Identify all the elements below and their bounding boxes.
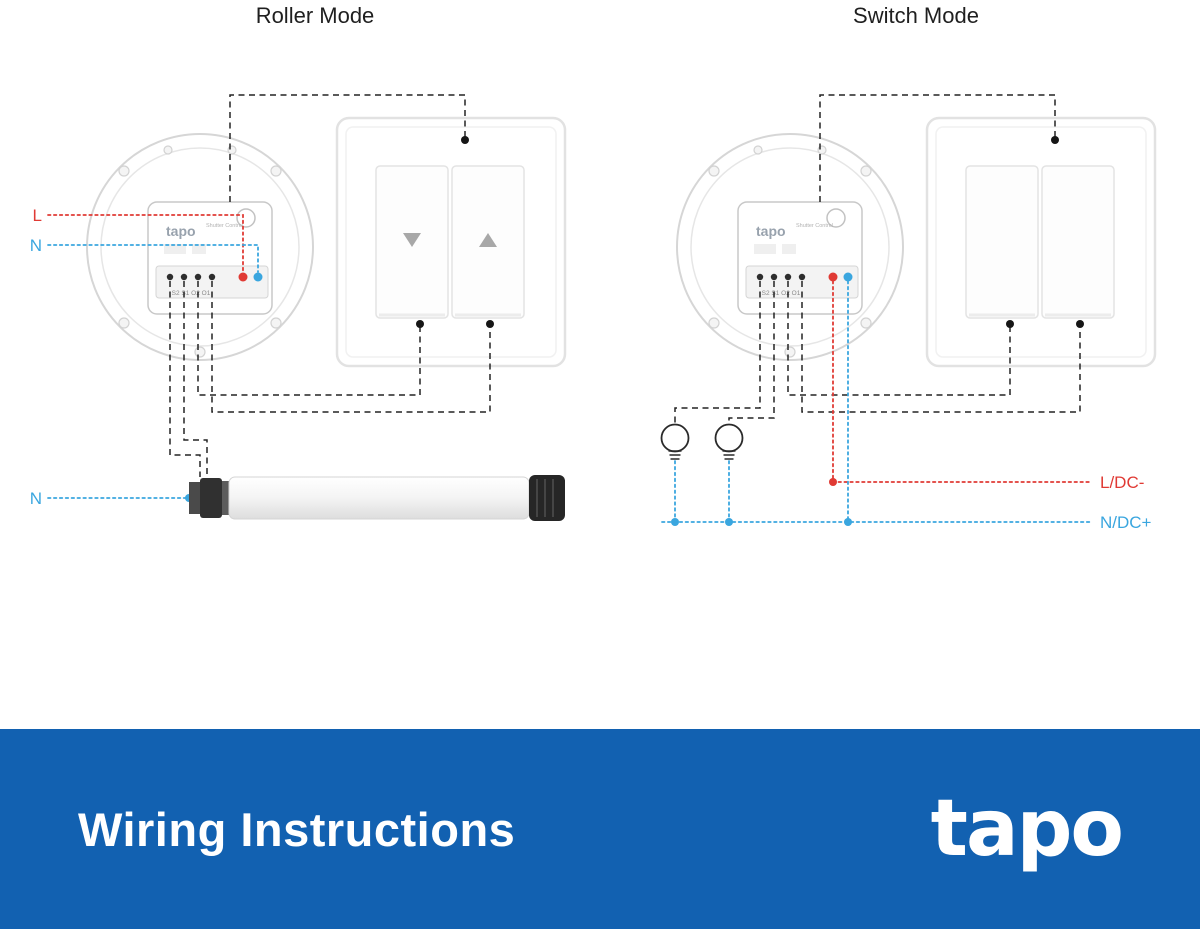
- terminal-labels: S2 S1 O2 O1: [762, 290, 801, 297]
- screw-hole: [118, 317, 130, 329]
- roller-switch-plate: [335, 116, 567, 368]
- switch-mode-diagram: Switch Mode tapo Shutter Control S2 S1 O…: [660, 3, 1157, 532]
- wire-dashed: [801, 281, 1081, 413]
- connection-dot: [1076, 320, 1084, 328]
- wire-dashed: [197, 281, 421, 396]
- connection-dot: [725, 518, 733, 526]
- module-markings: [164, 244, 186, 254]
- terminal-dot: [770, 273, 778, 281]
- terminal-labels: S2 S1 O2 O1: [172, 290, 211, 297]
- connection-dot: [829, 478, 837, 486]
- neutral-terminal-dot: [843, 272, 853, 282]
- banner-title: Wiring Instructions: [78, 802, 516, 856]
- tube-motor-head: [200, 478, 222, 518]
- wire-dashed: [183, 281, 208, 477]
- screw-hole: [817, 145, 827, 155]
- screw-hole: [860, 317, 872, 329]
- connection-dot: [416, 320, 424, 328]
- live-terminal-dot: [828, 272, 838, 282]
- shutter-module: tapo Shutter Control S2 S1 O2 O1: [147, 201, 273, 315]
- tapo-logo: tapo: [930, 784, 1124, 874]
- terminal-dot: [784, 273, 792, 281]
- tube-motor-head: [222, 481, 229, 515]
- screw-hole: [708, 317, 720, 329]
- screw-hole: [194, 346, 206, 358]
- neutral-terminal-dot: [253, 272, 263, 282]
- bulb-base: [722, 450, 736, 460]
- terminal-dot: [194, 273, 202, 281]
- connection-dot: [844, 518, 852, 526]
- switch-plate: [335, 116, 567, 368]
- wall-switch-plate: [925, 116, 1157, 368]
- terminal-dot: [208, 273, 216, 281]
- module-markings: [782, 244, 796, 254]
- wiring-diagram: Roller Mode tapo Shutter Control S2 S1 O…: [30, 3, 1157, 532]
- junction-box-inner: [100, 147, 300, 347]
- screw-hole: [270, 165, 282, 177]
- bulb-base: [668, 450, 682, 460]
- banner: Wiring Instructions tapo: [0, 729, 1200, 929]
- label-live-dc: L/DC-: [1100, 473, 1144, 492]
- module-markings: [754, 244, 776, 254]
- rocker-right: [1041, 165, 1115, 319]
- module-markings: [192, 244, 206, 254]
- switch-mode-title: Switch Mode: [853, 3, 979, 28]
- connection-dot: [1051, 136, 1059, 144]
- terminal-dot: [756, 273, 764, 281]
- light-bulb-icon: [714, 423, 744, 460]
- rocker-left: [965, 165, 1039, 319]
- junction-box-inner: [690, 147, 890, 347]
- module-button: [236, 208, 256, 228]
- screw-hole: [163, 145, 173, 155]
- connection-dot: [486, 320, 494, 328]
- screw-hole: [270, 317, 282, 329]
- light-bulb-icon: [660, 423, 690, 460]
- module-brand: tapo: [756, 223, 786, 239]
- shutter-module: tapo Shutter Control S2 S1 O2 O1: [737, 201, 863, 315]
- neutral-wire: [47, 244, 259, 273]
- wire-dashed: [169, 281, 201, 477]
- screw-hole: [753, 145, 763, 155]
- wire-dashed: [229, 94, 466, 202]
- connection-dot: [671, 518, 679, 526]
- screw-hole: [227, 145, 237, 155]
- wire-dashed: [787, 281, 1011, 396]
- switch-plate-inner: [935, 126, 1147, 358]
- label-neutral-bottom: N: [30, 489, 42, 508]
- terminal-dot: [798, 273, 806, 281]
- wire-dashed: [819, 94, 1056, 202]
- arrow-up-icon: [479, 233, 497, 247]
- label-live: L: [33, 206, 42, 225]
- module-button: [826, 208, 846, 228]
- bulb-glass: [714, 423, 744, 453]
- roller-tube: [189, 475, 565, 521]
- switch-plate: [925, 116, 1157, 368]
- terminal-dot: [180, 273, 188, 281]
- roller-mode-diagram: Roller Mode tapo Shutter Control S2 S1 O…: [30, 3, 567, 521]
- arrow-down-icon: [403, 233, 421, 247]
- wire-dashed: [674, 281, 761, 424]
- connection-dot: [461, 136, 469, 144]
- live-terminal-dot: [238, 272, 248, 282]
- label-neutral-dc: N/DC+: [1100, 513, 1152, 532]
- screw-hole: [860, 165, 872, 177]
- module-brand: tapo: [166, 223, 196, 239]
- screw-hole: [118, 165, 130, 177]
- tube-end-cap: [529, 475, 565, 521]
- module-sub-label: Shutter Control: [206, 223, 243, 229]
- live-wire: [47, 214, 244, 273]
- tube-body: [228, 476, 530, 520]
- switch-plate-inner: [345, 126, 557, 358]
- module-sub-label: Shutter Control: [796, 223, 833, 229]
- label-neutral: N: [30, 236, 42, 255]
- tube-motor-head: [189, 482, 200, 514]
- bulb-glass: [660, 423, 690, 453]
- terminal-dot: [166, 273, 174, 281]
- wire-dashed: [211, 281, 491, 413]
- wire-dashed: [728, 281, 775, 424]
- screw-hole: [708, 165, 720, 177]
- connection-dot: [1006, 320, 1014, 328]
- screw-hole: [784, 346, 796, 358]
- roller-mode-title: Roller Mode: [256, 3, 375, 28]
